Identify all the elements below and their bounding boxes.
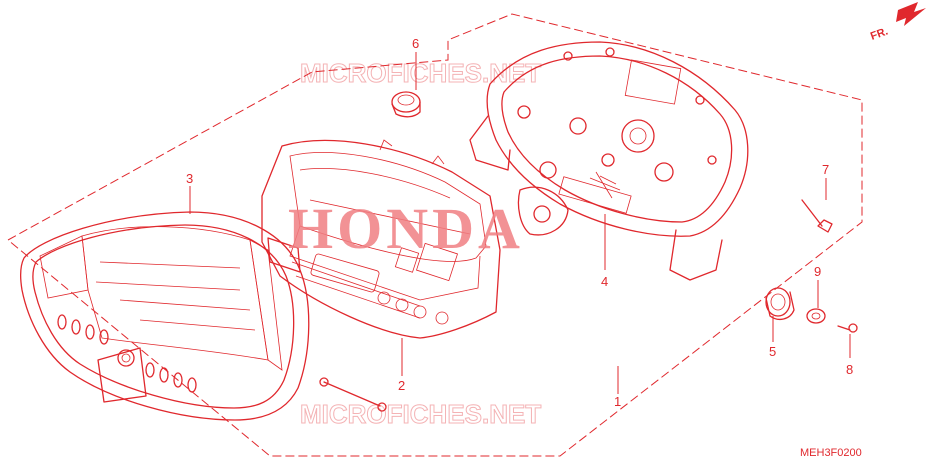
callout-4: 4 xyxy=(601,274,608,289)
grommet-part-6 xyxy=(391,91,421,118)
brand-logo-overlay: HONDA xyxy=(288,196,524,261)
socket-part-5 xyxy=(765,287,795,321)
callout-5: 5 xyxy=(769,344,776,359)
callout-8: 8 xyxy=(846,362,853,377)
front-cover-part-3 xyxy=(20,211,310,421)
front-direction-arrow: FR. xyxy=(869,2,926,43)
direction-label: FR. xyxy=(869,25,890,42)
callout-7: 7 xyxy=(822,162,829,177)
meter-assembly-part-2 xyxy=(261,139,501,412)
diagram-code: MEH3F0200 xyxy=(800,447,862,459)
watermark-bottom: MICROFICHES.NET xyxy=(300,399,541,429)
callout-6: 6 xyxy=(412,36,419,51)
callout-2: 2 xyxy=(398,378,405,393)
rear-case-part-4 xyxy=(469,41,749,281)
screw-part-8 xyxy=(837,323,858,333)
callout-9: 9 xyxy=(814,264,821,279)
screw-part-7 xyxy=(801,199,833,233)
callout-3: 3 xyxy=(186,171,193,186)
washer-part-9 xyxy=(806,308,826,324)
callout-1: 1 xyxy=(614,394,621,409)
